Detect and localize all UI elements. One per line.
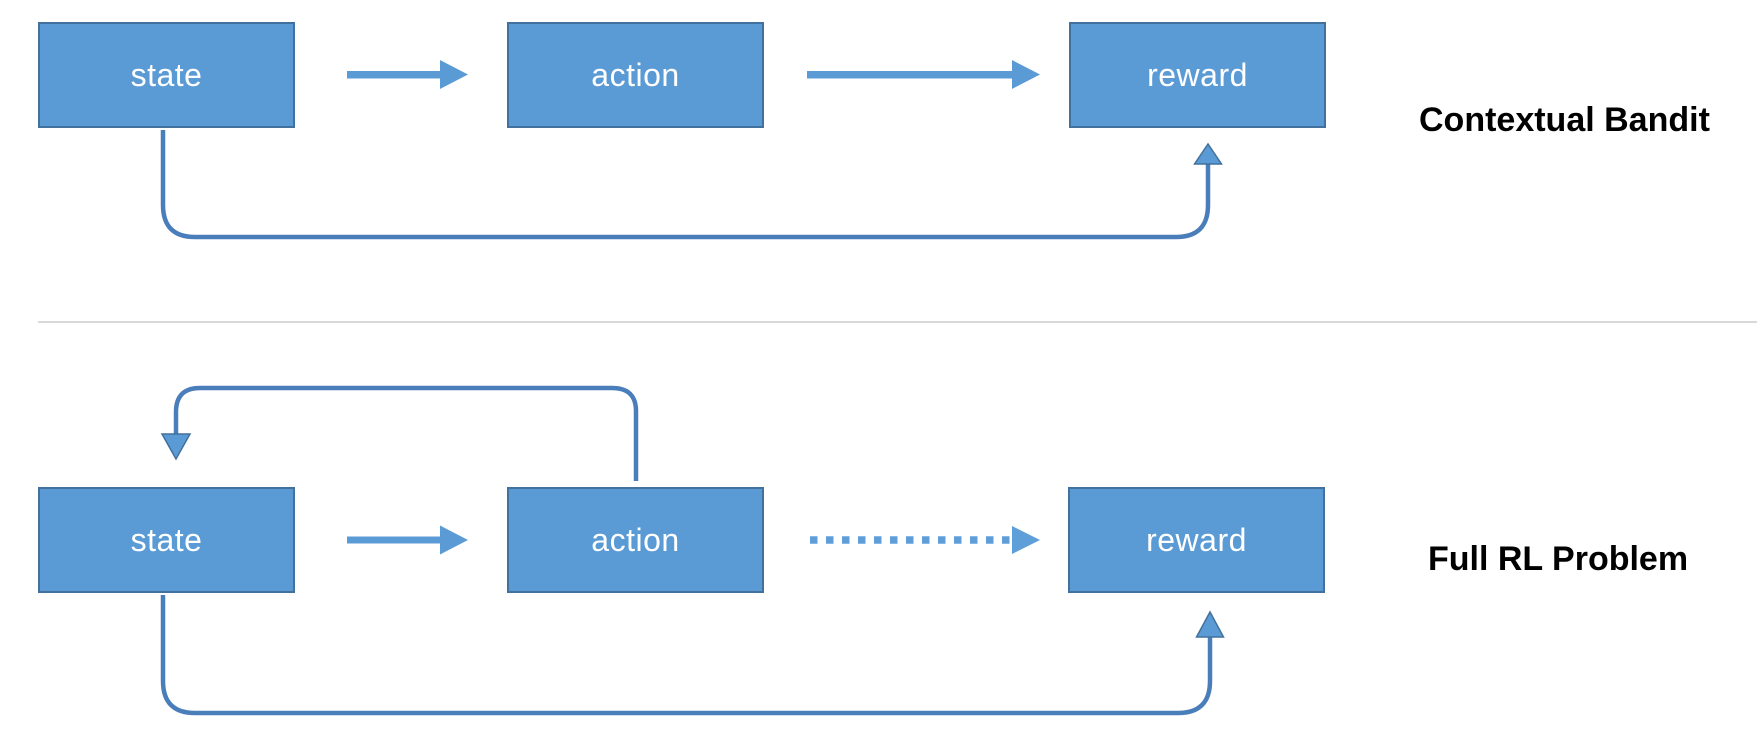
state-box-bandit-label: state [130, 56, 203, 93]
state-box-rl-label: state [130, 521, 203, 558]
reward-box-rl: reward [1068, 487, 1325, 593]
loop-action-to-state [173, 385, 639, 481]
arrow-state-to-action-top [347, 60, 468, 89]
connector-state-to-reward-top [160, 130, 1211, 240]
arrowhead-up-reward-top [1193, 142, 1223, 165]
connector-state-to-reward-bottom [160, 595, 1213, 716]
reward-box-bandit: reward [1069, 22, 1326, 128]
dotted-arrowhead [1012, 526, 1040, 554]
section-title-rl: Full RL Problem [1428, 540, 1689, 578]
action-box-bandit-label: action [591, 56, 680, 93]
state-box-rl: state [38, 487, 295, 593]
arrowhead-up-reward-bottom [1195, 610, 1225, 638]
reward-box-rl-label: reward [1146, 521, 1247, 558]
section-title-bandit: Contextual Bandit [1419, 101, 1710, 139]
action-box-rl: action [507, 487, 764, 593]
arrow-action-to-reward-top [807, 60, 1040, 89]
arrow-state-to-action-bottom [347, 525, 468, 555]
reward-box-bandit-label: reward [1147, 56, 1248, 93]
arrowhead-down-state [160, 433, 192, 461]
section-divider [38, 321, 1757, 323]
state-box-bandit: state [38, 22, 295, 128]
action-box-rl-label: action [591, 521, 680, 558]
action-box-bandit: action [507, 22, 764, 128]
